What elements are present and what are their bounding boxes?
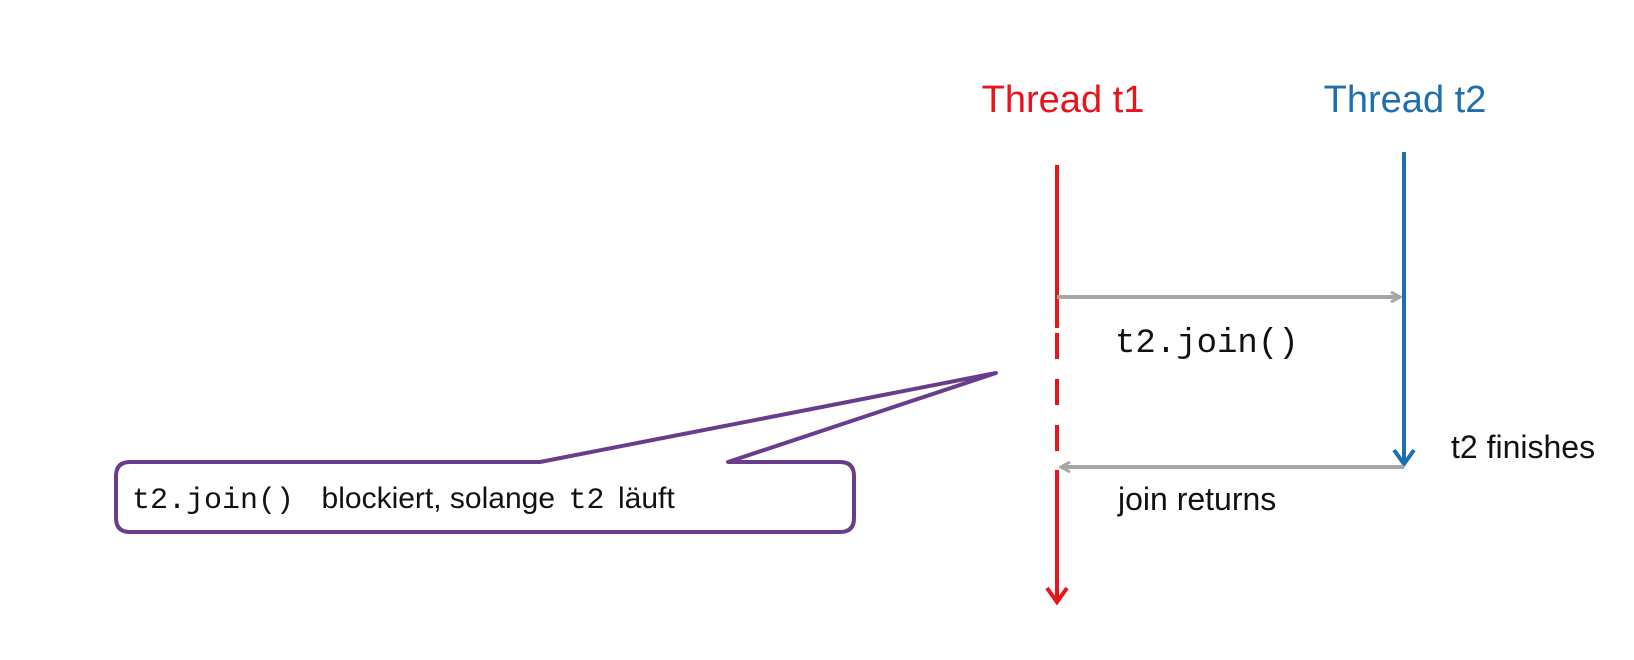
thread-t2-label: Thread t2 (1324, 79, 1487, 121)
thread-t1-lifeline (1045, 165, 1069, 606)
join-call-label: t2.join() (1115, 325, 1299, 363)
callout-text: t2.join() blockiert, solange t2 läuft (132, 482, 675, 518)
blocking-callout: t2.join() blockiert, solange t2 läuft (114, 371, 998, 534)
thread-t1-label: Thread t1 (982, 79, 1145, 121)
callout-text-1: blockiert, solange (322, 482, 555, 515)
callout-code-2: t2 (569, 484, 605, 518)
join-returns-label: join returns (1117, 481, 1276, 517)
thread-t2-lifeline (1392, 152, 1416, 468)
t2-finishes-label: t2 finishes (1451, 429, 1595, 465)
callout-text-2: läuft (618, 482, 675, 515)
t2-arrowhead (1392, 448, 1416, 468)
callout-code: t2.join() (132, 484, 294, 518)
t1-arrowhead (1045, 586, 1069, 606)
